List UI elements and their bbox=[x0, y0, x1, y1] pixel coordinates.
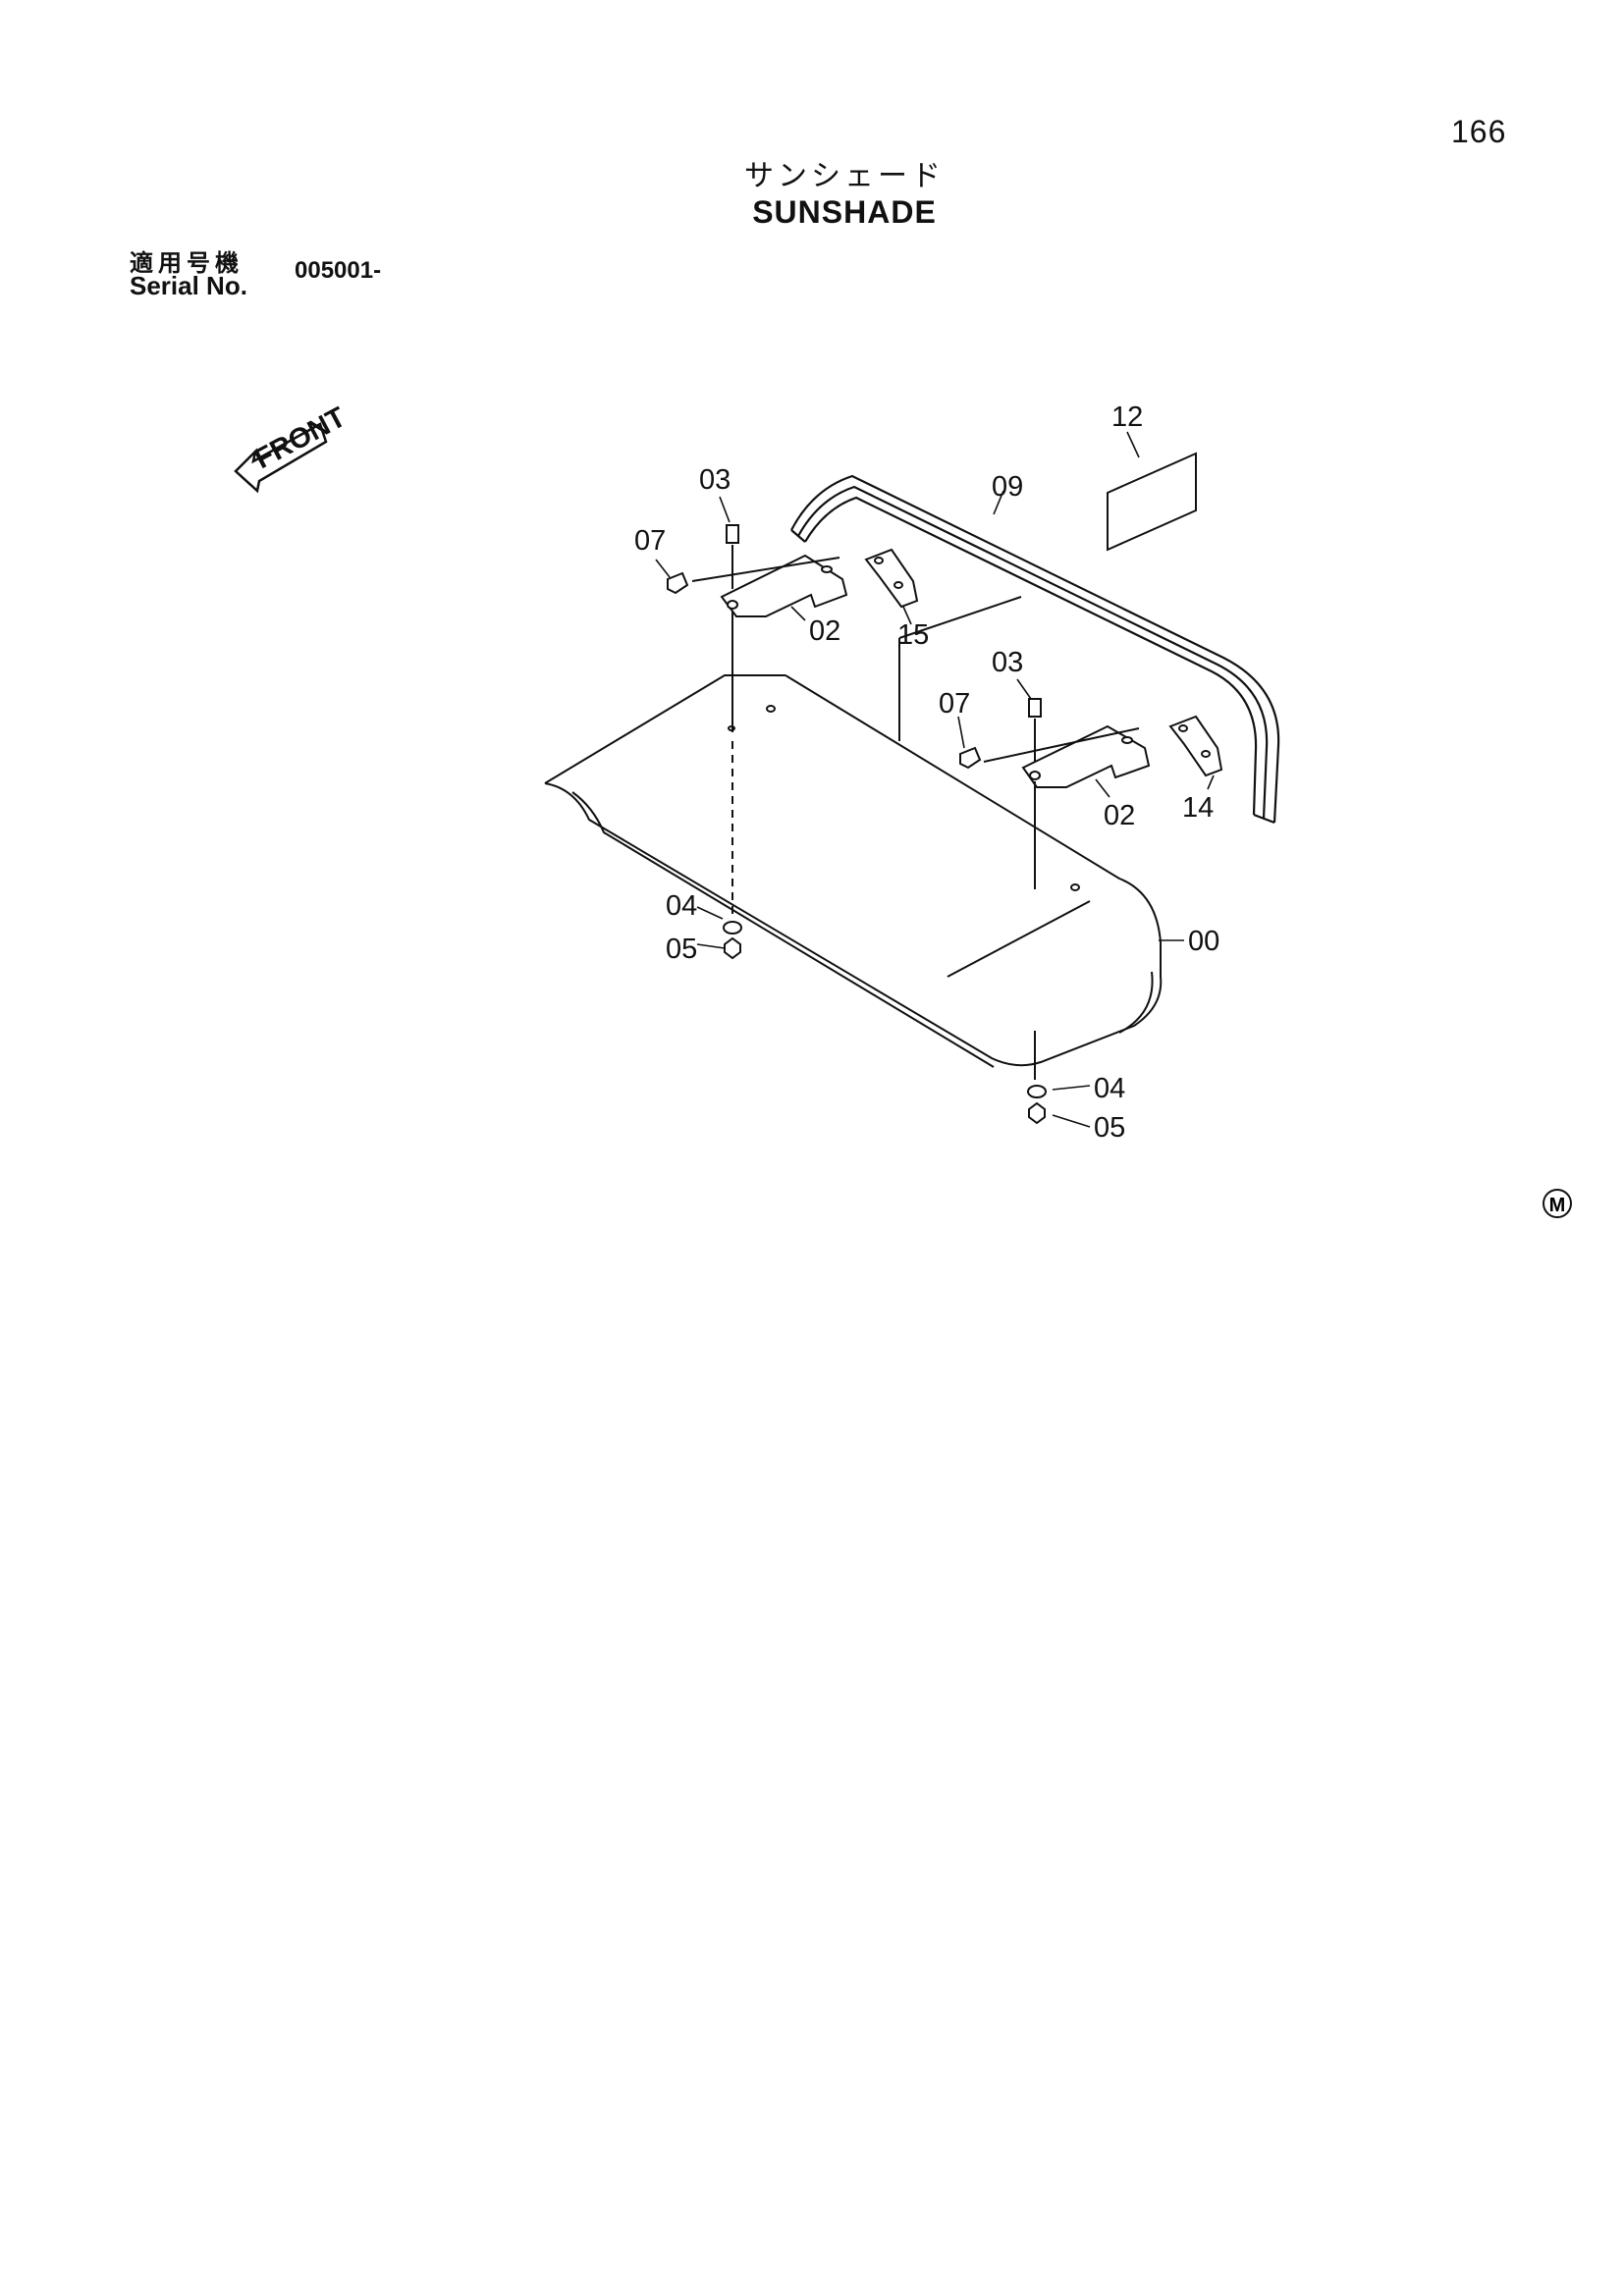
callout-part-12: 12 bbox=[1111, 401, 1143, 433]
callout-part-05: 05 bbox=[1094, 1112, 1125, 1144]
washer-nut-b bbox=[1027, 1085, 1047, 1125]
callout-part-03: 03 bbox=[699, 464, 731, 496]
sunshade-panel bbox=[544, 596, 1163, 1068]
serial-label-japanese: 適用号機 bbox=[130, 249, 244, 277]
washer-nut-a bbox=[723, 921, 742, 960]
serial-number-value: 005001- bbox=[295, 257, 382, 284]
callout-part-05: 05 bbox=[666, 934, 697, 965]
callout-part-04: 04 bbox=[1094, 1073, 1125, 1104]
leader-lines bbox=[655, 431, 1215, 1128]
callout-part-02: 02 bbox=[809, 615, 840, 647]
front-arrow-label: FRONT bbox=[249, 401, 351, 475]
bracket-set-a bbox=[667, 524, 919, 732]
callout-part-14: 14 bbox=[1182, 792, 1214, 824]
model-mark-icon: M bbox=[1543, 1189, 1572, 1218]
callout-part-15: 15 bbox=[897, 619, 929, 651]
title-japanese: サンシェード bbox=[744, 159, 945, 193]
model-mark-text: M bbox=[1549, 1195, 1566, 1216]
callout-part-07: 07 bbox=[939, 688, 970, 720]
bracket-set-b bbox=[959, 698, 1223, 889]
callout-part-03: 03 bbox=[992, 647, 1023, 678]
title-english: SUNSHADE bbox=[752, 194, 937, 230]
decal bbox=[1107, 452, 1197, 552]
front-arrow-icon: FRONT bbox=[234, 401, 352, 494]
weatherstrip bbox=[790, 474, 1280, 825]
callout-part-00: 00 bbox=[1188, 926, 1219, 957]
callout-part-07: 07 bbox=[634, 525, 666, 557]
callout-part-09: 09 bbox=[992, 471, 1023, 503]
callout-part-02: 02 bbox=[1104, 800, 1135, 831]
callout-part-04: 04 bbox=[666, 890, 697, 922]
serial-label: Serial No. bbox=[130, 271, 247, 300]
page-number: 166 bbox=[1451, 114, 1507, 149]
